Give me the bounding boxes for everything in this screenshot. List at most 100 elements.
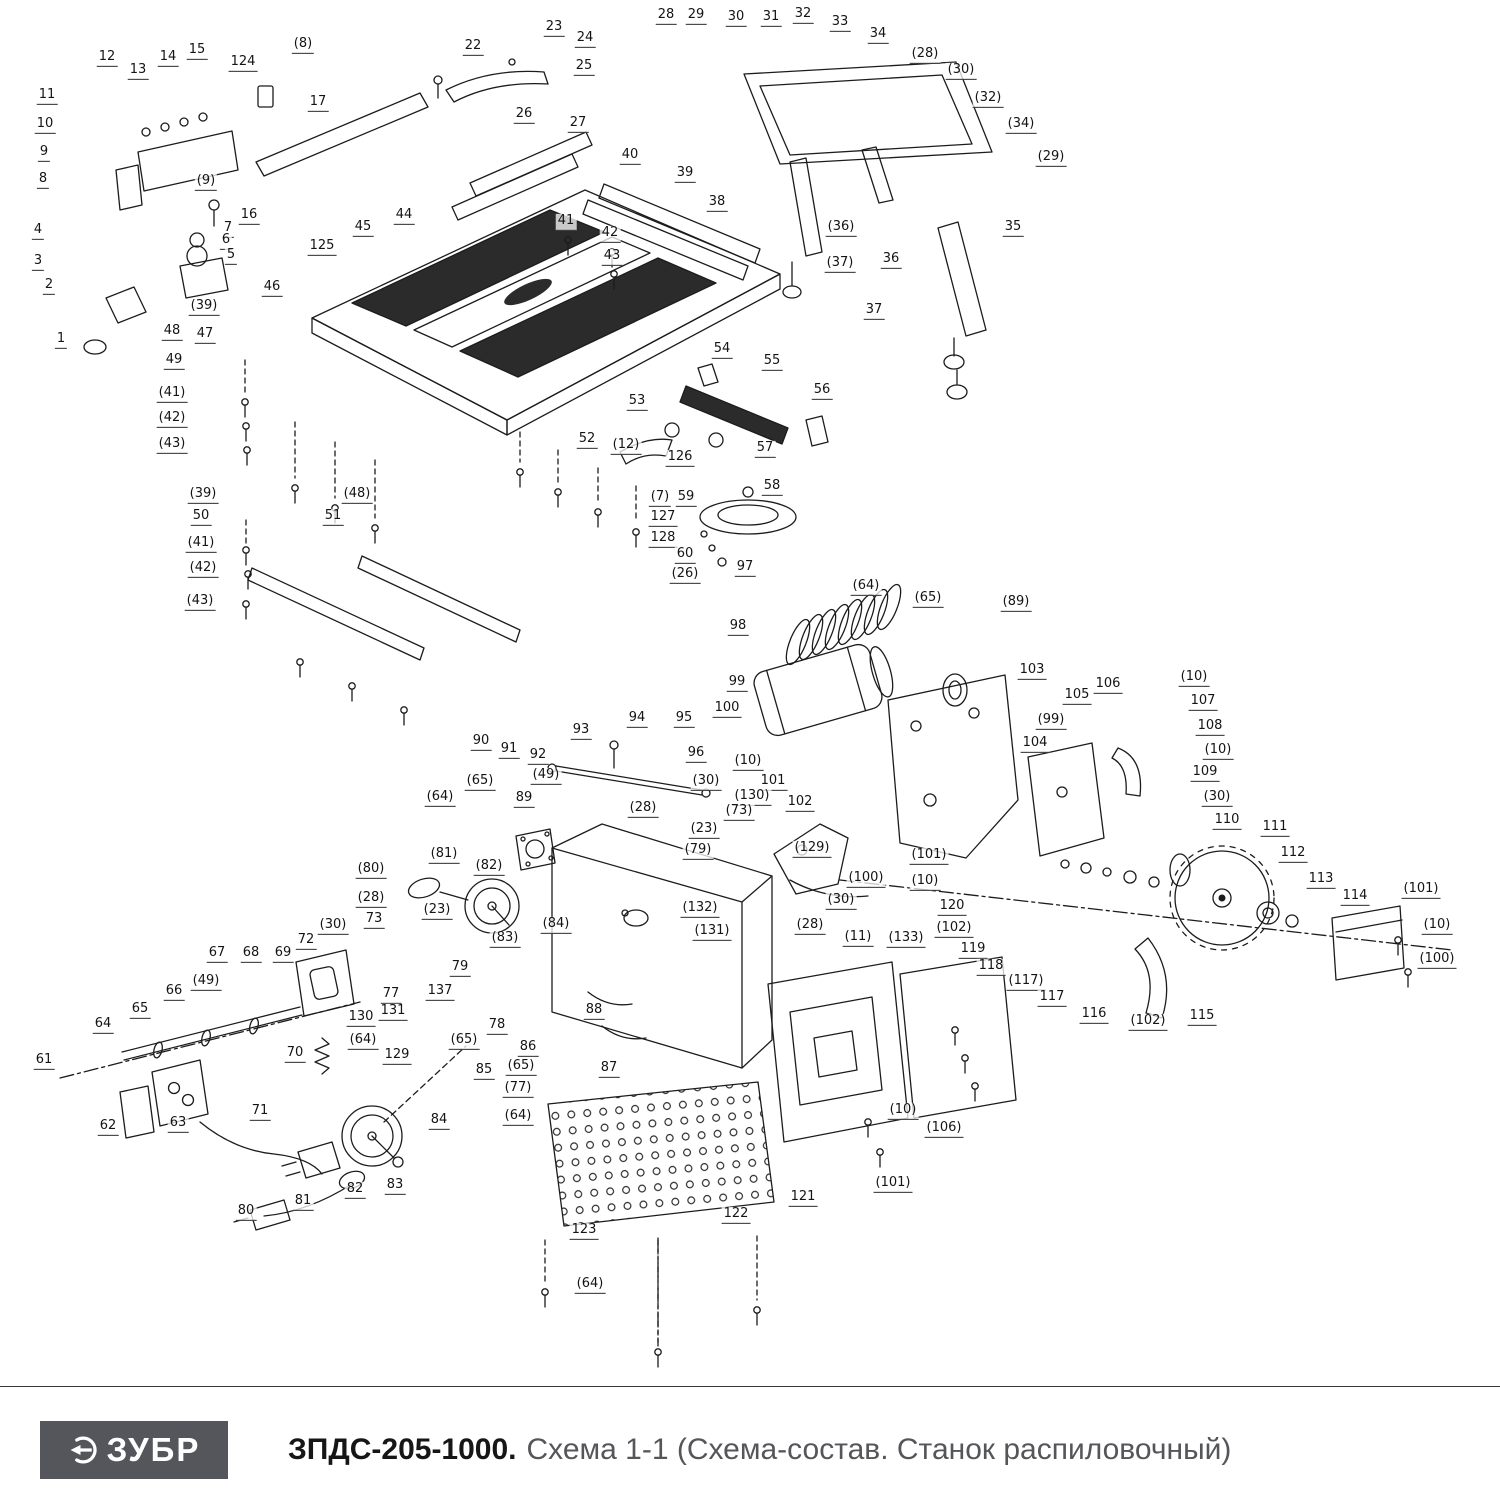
part-label: 69 xyxy=(272,945,294,963)
part-label: 81 xyxy=(292,1193,314,1211)
footer: ЗУБР ЗПДС-205-1000.Схема 1-1 (Схема-сост… xyxy=(0,1386,1500,1500)
part-label: 11 xyxy=(36,87,58,105)
base-grille xyxy=(547,1081,775,1227)
part-label: 91 xyxy=(498,741,520,759)
part-label: 70 xyxy=(284,1045,306,1063)
footer-row: ЗУБР ЗПДС-205-1000.Схема 1-1 (Схема-сост… xyxy=(0,1387,1500,1479)
part-label: 22 xyxy=(462,38,484,56)
part-label: 79 xyxy=(449,959,471,977)
side-plate xyxy=(1331,905,1405,981)
part-label: 105 xyxy=(1062,687,1092,705)
part-label: (28) xyxy=(627,800,659,818)
part-label: 93 xyxy=(570,722,592,740)
part-label: (23) xyxy=(688,821,720,839)
part-label: 32 xyxy=(792,6,814,24)
part-label: 115 xyxy=(1187,1008,1217,1026)
part-label: 122 xyxy=(721,1206,751,1224)
part-label: (131) xyxy=(692,923,732,941)
part-label: 24 xyxy=(574,30,596,48)
part-label: (48) xyxy=(341,486,373,504)
part-label: (41) xyxy=(185,535,217,553)
part-label: (36) xyxy=(825,219,857,237)
part-label: 15 xyxy=(186,42,208,60)
part-label: 128 xyxy=(648,530,678,548)
part-label: 85 xyxy=(473,1062,495,1080)
part-label: 51 xyxy=(322,508,344,526)
part-label: 99 xyxy=(726,674,748,692)
part-label: 37 xyxy=(863,302,885,320)
part-label: 117 xyxy=(1037,989,1067,1007)
part-label: (39) xyxy=(188,298,220,316)
part-label: 80 xyxy=(235,1203,257,1221)
part-label: (79) xyxy=(682,842,714,860)
part-label: 124 xyxy=(228,54,258,72)
part-label: (30) xyxy=(690,773,722,791)
part-label: (101) xyxy=(909,847,949,865)
part-label: 66 xyxy=(163,983,185,1001)
part-label: 72 xyxy=(295,932,317,950)
part-label: 104 xyxy=(1020,735,1050,753)
zubr-logo: ЗУБР xyxy=(40,1421,228,1479)
part-label: (83) xyxy=(489,930,521,948)
part-label: 31 xyxy=(760,9,782,27)
part-label: (37) xyxy=(824,255,856,273)
part-label: 119 xyxy=(958,941,988,959)
stand-legs xyxy=(743,61,993,400)
part-label: (32) xyxy=(972,90,1004,108)
model-number: ЗПДС-205-1000. xyxy=(288,1433,517,1466)
part-label: 88 xyxy=(583,1002,605,1020)
part-label: (10) xyxy=(732,753,764,771)
part-label: (30) xyxy=(317,917,349,935)
rip-fence-bracket xyxy=(83,85,274,355)
part-label: 77 xyxy=(380,986,402,1004)
part-label: (117) xyxy=(1006,973,1046,991)
part-label: 78 xyxy=(486,1017,508,1035)
part-label: 25 xyxy=(573,58,595,76)
part-label: (43) xyxy=(156,436,188,454)
part-label: 73 xyxy=(363,911,385,929)
part-label: (30) xyxy=(1201,789,1233,807)
part-label: (41) xyxy=(156,385,188,403)
part-label: 42 xyxy=(599,225,621,243)
part-label: (65) xyxy=(464,773,496,791)
part-label: 34 xyxy=(867,26,889,44)
part-label: 71 xyxy=(249,1103,271,1121)
part-label: 10 xyxy=(34,116,56,134)
part-label: (102) xyxy=(1128,1013,1168,1031)
part-label: (101) xyxy=(873,1175,913,1193)
part-label: (42) xyxy=(187,560,219,578)
part-label: 84 xyxy=(428,1112,450,1130)
part-label: (8) xyxy=(291,36,315,54)
part-label: (29) xyxy=(1035,149,1067,167)
part-label: 120 xyxy=(937,898,967,916)
part-label: 23 xyxy=(543,19,565,37)
part-label: 33 xyxy=(829,14,851,32)
part-label: 58 xyxy=(761,478,783,496)
handwheel-height xyxy=(341,1045,467,1168)
part-label: (101) xyxy=(1401,881,1441,899)
part-label: (26) xyxy=(669,566,701,584)
part-label: 26 xyxy=(513,106,535,124)
part-label: (100) xyxy=(846,870,886,888)
part-label: 56 xyxy=(811,382,833,400)
part-label: 12 xyxy=(96,49,118,67)
part-label: 118 xyxy=(976,958,1006,976)
part-label: (100) xyxy=(1417,951,1457,969)
part-label: 109 xyxy=(1190,764,1220,782)
saw-blade xyxy=(1169,845,1299,951)
part-label: (82) xyxy=(473,858,505,876)
part-label: 55 xyxy=(761,353,783,371)
part-label: 86 xyxy=(517,1039,539,1057)
part-label: 44 xyxy=(393,207,415,225)
part-label: 116 xyxy=(1079,1006,1109,1024)
part-label: (42) xyxy=(156,410,188,428)
part-label: (30) xyxy=(825,892,857,910)
part-label: (77) xyxy=(502,1080,534,1098)
part-label: (133) xyxy=(886,930,926,948)
part-label: 129 xyxy=(382,1047,412,1065)
part-label: 96 xyxy=(685,745,707,763)
part-label: (64) xyxy=(347,1032,379,1050)
miter-gauge xyxy=(619,363,829,567)
part-label: (49) xyxy=(190,973,222,991)
part-label: 112 xyxy=(1278,845,1308,863)
